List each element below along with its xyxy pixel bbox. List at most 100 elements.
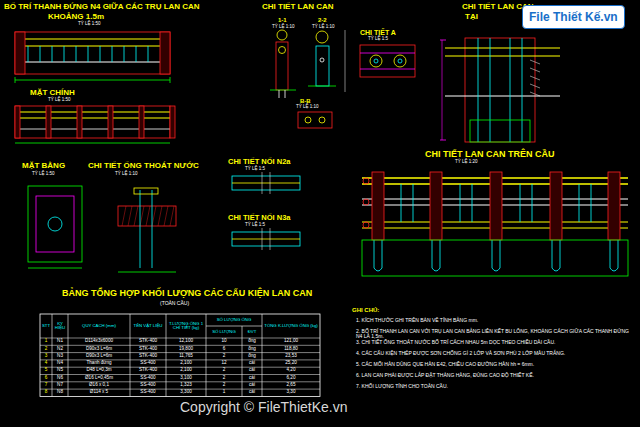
drawing-line — [122, 206, 126, 226]
note-text: 1. KÍCH THƯỚC GHI TRÊN BẢN VẼ TÍNH BẰNG … — [356, 318, 634, 323]
table-cell: 3,30 — [262, 389, 320, 396]
drawing-path — [492, 240, 500, 271]
table-cell: 3,100 — [166, 375, 206, 382]
drawing-circle — [277, 30, 287, 40]
table-cell: 2 — [206, 367, 242, 374]
drawing-line — [270, 228, 271, 250]
drawing-label: TỶ LỆ 1:10 — [296, 105, 319, 110]
drawing-line — [15, 143, 170, 144]
table-cell: SS-400 — [130, 389, 166, 396]
drawing-label: CHI TIẾT ỐNG THOÁT NƯỚC — [88, 162, 199, 170]
drawing-path — [374, 240, 382, 271]
drawing-rect — [15, 106, 170, 138]
table-cell: 10 — [206, 338, 242, 345]
table-cell: QUY CÁCH (mm) — [68, 314, 130, 338]
drawing-line — [490, 38, 491, 142]
drawing-circle — [363, 199, 369, 205]
note-text: 3. CHI TIẾT ỐNG THOÁT NƯỚC BỐ TRÍ CÁCH N… — [356, 340, 634, 345]
drawing-label: TỶ LỆ 1:10 — [272, 25, 295, 30]
drawing-label: CHI TIẾT NỐI N3a — [228, 214, 291, 222]
drawing-label: TỶ LỆ 1:50 — [32, 172, 55, 177]
drawing-rect — [108, 106, 113, 138]
drawing-circle — [320, 58, 324, 62]
table-cell: 121,00 — [262, 338, 320, 345]
logo-box: File Thiết Kế.vn — [522, 5, 625, 29]
drawing-rect — [15, 106, 20, 138]
table-cell: 8 — [40, 389, 52, 396]
drawing-line — [100, 46, 101, 62]
drawing-line — [64, 46, 65, 62]
table-cell: T.LƯỢNG ỐNG 1 CHI TIẾT (kg) — [166, 314, 206, 338]
table-cell: 6 — [40, 375, 52, 382]
drawing-line — [28, 46, 29, 62]
drawing-line — [591, 184, 592, 222]
drawing-line — [270, 172, 271, 194]
drawing-rect — [170, 106, 175, 138]
drawing-line — [158, 206, 162, 226]
drawing-rect — [316, 46, 329, 86]
drawing-line — [128, 206, 132, 226]
drawing-line — [112, 46, 113, 62]
drawing-line — [15, 129, 170, 130]
drawing-line — [440, 40, 446, 41]
drawing-line — [140, 206, 144, 226]
table-cell: N8 — [52, 389, 68, 396]
drawing-rect — [372, 172, 384, 240]
table-cell: 12 — [206, 360, 242, 367]
table-cell: 5 — [40, 367, 52, 374]
drawing-label: BỐ TRÍ THANH ĐỨNG N4 GIỮA CÁC TRỤ LAN CA… — [4, 3, 200, 11]
table-cell: cái — [242, 375, 262, 382]
drawing-label: CHI TIẾT LAN CAN TRÊN CẦU — [425, 150, 555, 159]
table-cell: 6,20 — [262, 375, 320, 382]
drawing-line — [206, 314, 207, 396]
drawing-line — [140, 190, 141, 268]
table-cell: STK-400 — [130, 367, 166, 374]
drawing-line — [206, 326, 262, 327]
drawing-line — [40, 389, 320, 390]
table-cell: Ø16 x 0,1 — [68, 382, 130, 389]
table-cell: D90x3 L=6m — [68, 345, 130, 352]
drawing-line — [152, 206, 156, 226]
drawing-label: MẶT BẰNG — [22, 162, 65, 170]
drawing-line — [40, 374, 320, 375]
drawing-circle — [363, 222, 369, 228]
table-cell: cái — [242, 382, 262, 389]
drawing-rect — [232, 232, 300, 246]
drawing-rect — [470, 120, 530, 142]
drawing-line — [130, 314, 131, 396]
drawing-rect — [490, 172, 502, 240]
table-cell: KÝ HIỆU — [52, 314, 68, 338]
drawing-line — [124, 46, 125, 62]
drawing-line — [530, 92, 540, 96]
drawing-label: TỶ LỆ 1:5 — [245, 223, 265, 228]
drawing-circle — [363, 178, 369, 184]
table-cell: STK-400 — [130, 338, 166, 345]
drawing-line — [15, 77, 16, 83]
drawing-label: TỶ LỆ 1:50 — [48, 98, 71, 103]
drawing-label: TỶ LỆ 1:10 — [115, 172, 138, 177]
drawing-line — [440, 140, 446, 141]
drawing-line — [262, 314, 263, 396]
drawing-line — [442, 40, 443, 140]
table-cell: cái — [242, 360, 262, 367]
table-cell: SS-400 — [130, 382, 166, 389]
table-cell: STK-400 — [130, 345, 166, 352]
table-cell: N5 — [52, 367, 68, 374]
drawing-line — [520, 184, 521, 222]
drawing-line — [522, 38, 523, 142]
note-text: 4. CÁC CẤU KIỆN THÉP ĐƯỢC SƠN CHỐNG GỈ 2… — [356, 351, 634, 356]
drawing-line — [52, 314, 53, 396]
table-cell: 19,800 — [166, 345, 206, 352]
table-cell: 4,20 — [262, 367, 320, 374]
drawing-line — [530, 68, 540, 72]
drawing-rect — [40, 314, 320, 396]
table-cell: 12,100 — [166, 338, 206, 345]
drawing-circle — [305, 117, 311, 123]
drawing-rect — [15, 32, 170, 74]
note-text: 5. CÁC MỐI HÀN DÙNG QUE HÀN E42, CHIỀU C… — [356, 362, 634, 367]
table-cell: 118,80 — [262, 345, 320, 352]
drawing-line — [510, 38, 511, 142]
drawing-rect — [36, 196, 74, 252]
drawing-line — [262, 228, 263, 250]
table-cell: TỔNG K.LƯỢNG ỐNG (kg) — [262, 314, 320, 338]
